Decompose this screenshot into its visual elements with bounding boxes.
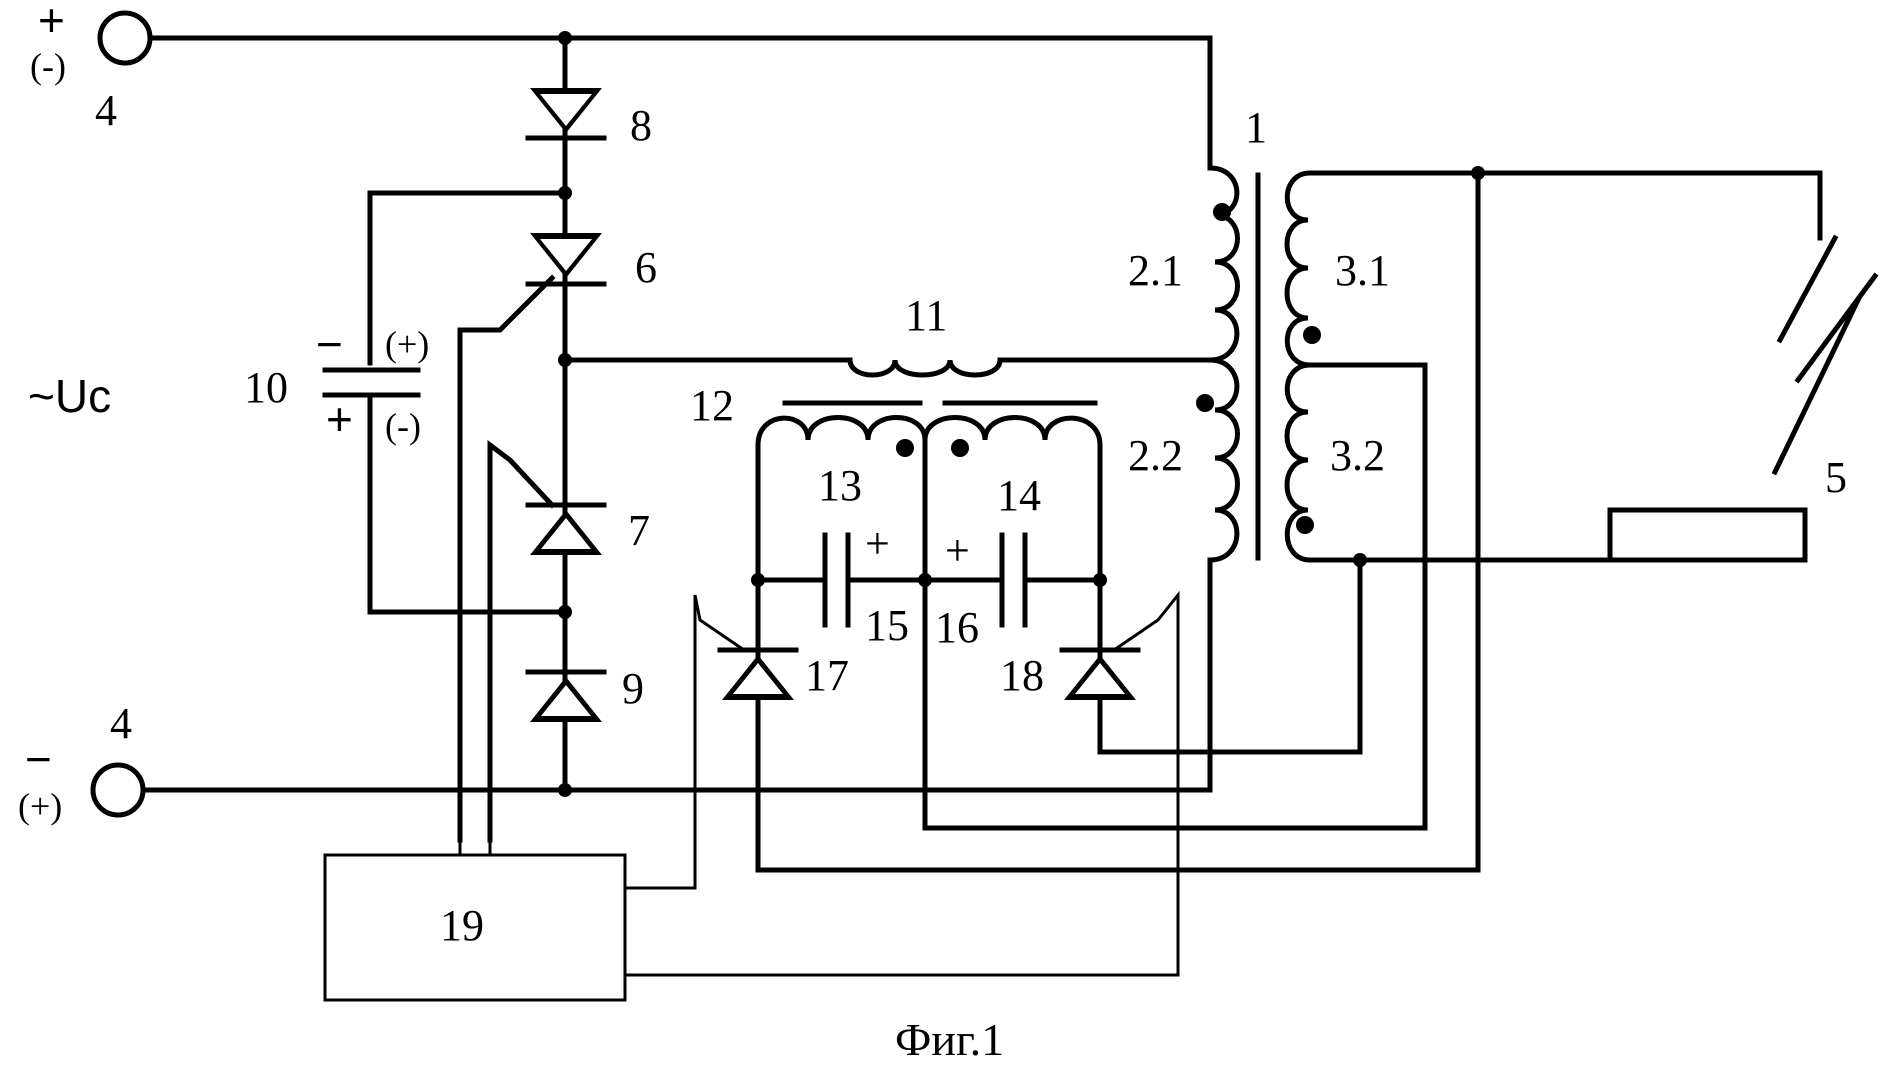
figure-caption: Фиг.1 <box>895 1014 1004 1065</box>
choke-11: 11 <box>850 291 1000 375</box>
thyristor-17-label: 17 <box>805 651 849 700</box>
capacitor-10-bottom-sign: + <box>326 393 353 445</box>
thyristor-17: 17 <box>625 580 849 888</box>
thyristor-7: 7 <box>490 445 650 840</box>
thyristor-6-label: 6 <box>635 243 657 292</box>
terminal-top-number: 4 <box>95 86 117 135</box>
capacitor-10-label: 10 <box>244 363 288 412</box>
capacitor-16: + 16 <box>925 526 1100 652</box>
source-voltage-label: ~Uc <box>28 370 111 422</box>
diode-8: 8 <box>528 88 652 150</box>
winding-14-label: 14 <box>997 471 1041 520</box>
capacitor-15-label: 15 <box>865 601 909 650</box>
capacitor-10-top-sign: − <box>316 318 343 370</box>
terminal-top-alt-polarity: (-) <box>30 46 66 86</box>
load-5: 5 <box>1610 238 1875 560</box>
winding-2-2-label: 2.2 <box>1128 431 1183 480</box>
winding-2-1-label: 2.1 <box>1128 246 1183 295</box>
capacitor-10-bottom-alt: (-) <box>385 406 421 446</box>
winding-3-2-label: 3.2 <box>1330 431 1385 480</box>
terminal-top-polarity: + <box>38 0 65 46</box>
terminal-bottom-alt-polarity: (+) <box>18 786 62 826</box>
transformer-1-label: 1 <box>1245 103 1267 152</box>
control-unit-19: 19 <box>325 840 625 1000</box>
terminal-bottom-polarity: − <box>25 733 52 785</box>
capacitor-16-plus: + <box>945 526 970 575</box>
terminal-bottom-number: 4 <box>110 699 132 748</box>
transformer-12-label: 12 <box>690 381 734 430</box>
control-unit-19-label: 19 <box>440 901 484 950</box>
load-5-label: 5 <box>1825 453 1847 502</box>
winding-13-label: 13 <box>818 461 862 510</box>
thyristor-18-label: 18 <box>1000 651 1044 700</box>
capacitor-15: + 15 <box>758 519 925 650</box>
capacitor-10-top-alt: (+) <box>385 324 429 364</box>
capacitor-10: 10 − (+) + (-) <box>244 318 429 446</box>
capacitor-16-label: 16 <box>935 603 979 652</box>
wiring <box>143 38 1210 790</box>
winding-3-1-label: 3.1 <box>1335 246 1390 295</box>
diode-9: 9 <box>528 664 644 722</box>
terminal-top: + (-) 4 <box>30 0 150 135</box>
choke-11-label: 11 <box>905 291 947 340</box>
diode-8-label: 8 <box>630 101 652 150</box>
thyristor-7-label: 7 <box>628 506 650 555</box>
diode-9-label: 9 <box>622 664 644 713</box>
terminal-bottom: − (+) 4 <box>18 699 143 826</box>
capacitor-15-plus: + <box>865 519 890 568</box>
